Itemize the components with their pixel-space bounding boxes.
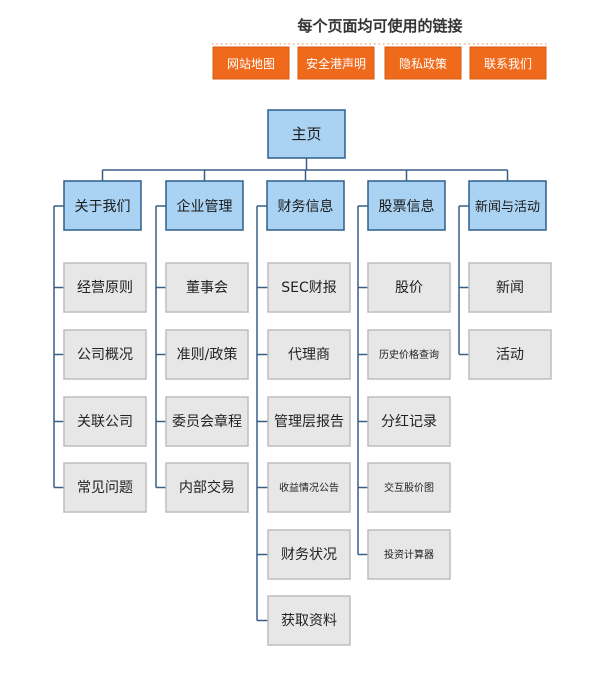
page-node[interactable]: 准则/政策: [165, 329, 249, 380]
section-financial-info[interactable]: 财务信息: [266, 180, 345, 231]
page-node-label: 内部交易: [179, 479, 235, 496]
page-node[interactable]: 经营原则: [63, 262, 147, 313]
page-node-label: 常见问题: [77, 480, 133, 496]
home-node[interactable]: 主页: [267, 109, 346, 159]
page-node-label: 代理商: [288, 347, 330, 363]
footer-link-label: 网站地图: [227, 57, 275, 71]
page-node[interactable]: 常见问题: [63, 462, 147, 513]
page-node-label: 管理层报告: [274, 414, 344, 430]
page-node-label: 历史价格查询: [379, 348, 439, 361]
page-node[interactable]: 历史价格查询: [367, 329, 451, 380]
privacy-policy-link-button[interactable]: 隐私政策: [384, 46, 462, 80]
section-label: 关于我们: [75, 199, 131, 215]
footer-links: 网站地图 安全港声明 隐私政策 联系我们: [212, 46, 547, 80]
page-node-label: 投资计算器: [384, 548, 434, 561]
page-node[interactable]: 管理层报告: [267, 396, 351, 447]
page-node-label: 财务状况: [281, 547, 337, 563]
section-news-events[interactable]: 新闻与活动: [468, 180, 547, 231]
page-node-label: SEC财报: [281, 280, 337, 296]
page-node-label: 活动: [496, 347, 524, 363]
page-node[interactable]: 财务状况: [267, 529, 351, 580]
footer-link-label: 安全港声明: [306, 56, 366, 71]
page-node[interactable]: 公司概况: [63, 329, 147, 380]
page-node-label: 经营原则: [77, 280, 133, 296]
page-node-label: 股价: [395, 280, 423, 296]
page-node[interactable]: 活动: [468, 329, 552, 380]
page-node[interactable]: 收益情况公告: [267, 462, 351, 513]
contact-us-link-button[interactable]: 联系我们: [469, 46, 547, 80]
footer-links-title: 每个页面均可使用的链接: [297, 17, 462, 35]
page-node[interactable]: 关联公司: [63, 396, 147, 447]
page-node[interactable]: 代理商: [267, 329, 351, 380]
section-corporate-governance[interactable]: 企业管理: [165, 180, 244, 231]
page-node[interactable]: SEC财报: [267, 262, 351, 313]
safe-harbor-link-button[interactable]: 安全港声明: [297, 46, 375, 80]
page-node-label: 公司概况: [77, 347, 133, 363]
section-stock-info[interactable]: 股票信息: [367, 180, 446, 231]
page-node[interactable]: 获取资料: [267, 595, 351, 646]
section-label: 股票信息: [379, 198, 435, 215]
footer-link-label: 联系我们: [484, 56, 532, 71]
page-node-label: 董事会: [186, 280, 228, 296]
section-label: 财务信息: [278, 198, 334, 215]
page-node-label: 分红记录: [381, 414, 437, 430]
home-node-label: 主页: [291, 125, 321, 143]
connectors: [53, 158, 509, 622]
page-node[interactable]: 交互股价图: [367, 462, 451, 513]
footer-link-label: 隐私政策: [399, 57, 447, 71]
page-node-label: 获取资料: [281, 613, 337, 629]
section-label: 企业管理: [177, 198, 233, 215]
page-node[interactable]: 委员会章程: [165, 396, 249, 447]
page-node[interactable]: 新闻: [468, 262, 552, 313]
page-node-label: 收益情况公告: [279, 481, 339, 494]
page-node-label: 新闻: [496, 280, 524, 296]
page-node[interactable]: 股价: [367, 262, 451, 313]
page-node-label: 交互股价图: [384, 481, 434, 494]
page-node[interactable]: 董事会: [165, 262, 249, 313]
page-node-label: 关联公司: [77, 414, 133, 430]
section-label: 新闻与活动: [475, 199, 540, 215]
section-about-us[interactable]: 关于我们: [63, 180, 142, 231]
sitemap-link-button[interactable]: 网站地图: [212, 46, 290, 80]
page-node[interactable]: 投资计算器: [367, 529, 451, 580]
page-node[interactable]: 内部交易: [165, 462, 249, 513]
page-node-label: 委员会章程: [172, 413, 242, 430]
page-node[interactable]: 分红记录: [367, 396, 451, 447]
page-node-label: 准则/政策: [177, 346, 238, 363]
